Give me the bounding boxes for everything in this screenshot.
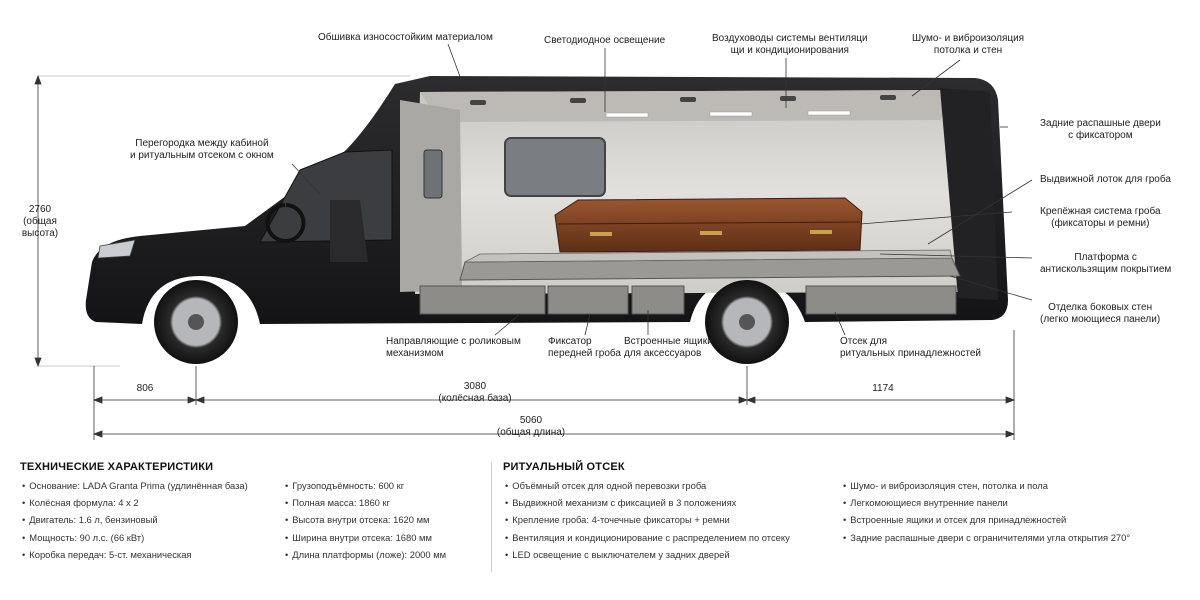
cab-window (259, 149, 393, 243)
led-strip (605, 112, 649, 118)
front-wheel-hub (188, 314, 204, 330)
vent (570, 98, 586, 103)
dim-rear-overhang: 1174 (872, 383, 894, 394)
spec-item: Шумо- и виброизоляция стен, потолка и по… (843, 480, 1130, 497)
coffin-lid-line (557, 221, 861, 225)
compartment-window (504, 137, 606, 197)
coffin (554, 197, 863, 253)
spec-item: Двигатель: 1.6 л, бензиновый (22, 514, 248, 531)
spec-item: Полная масса: 1860 кг (285, 497, 446, 514)
rear-door (940, 88, 998, 300)
storage-box (631, 285, 685, 315)
headlight (97, 239, 136, 259)
vent (680, 97, 696, 102)
vent (470, 100, 486, 105)
callout-lining: Обшивка износостойким материалом (318, 32, 493, 43)
rear-wheel-hub (739, 314, 755, 330)
callout-fastening: Крепёжная система гроба(фиксаторы и ремн… (1040, 206, 1161, 229)
spec-item: Мощность: 90 л.с. (66 кВт) (22, 532, 248, 549)
spec-item: Длина платформы (ложе): 2000 мм (285, 549, 446, 566)
tech-specs-col2: Грузоподъёмность: 600 кгПолная масса: 18… (285, 480, 446, 566)
spec-item: LED освещение с выключателем у задних дв… (505, 549, 790, 566)
dim-length: 5060(общая длина) (496, 415, 566, 438)
vent (780, 96, 796, 101)
ritual-compartment-title: РИТУАЛЬНЫЙ ОТСЕК (503, 461, 625, 473)
vehicle-cutaway (34, 43, 1033, 440)
led-strip (709, 111, 753, 117)
callout-led: Светодиодное освещение (544, 35, 666, 46)
spec-item: Колёсная формула: 4 x 2 (22, 497, 248, 514)
coffin-handle (700, 231, 722, 235)
dim-wheelbase: 3080(колёсная база) (438, 381, 512, 404)
spec-item: Ширина внутри отсека: 1680 мм (285, 532, 446, 549)
callout-tray: Выдвижной лоток для гроба (1040, 174, 1171, 185)
spec-item: Вентиляция и кондиционирование с распред… (505, 532, 789, 549)
spec-item: Коробка передач: 5-ст. механическая (22, 549, 248, 566)
tray-rails (464, 249, 953, 263)
cab-seat (330, 200, 368, 262)
accessory-compartment (805, 285, 957, 315)
vent (880, 95, 896, 100)
callout-side-walls: Отделка боковых стен(легко моющиеся пане… (1040, 302, 1161, 325)
spec-item: Крепление гроба: 4-точечные фиксаторы + … (505, 514, 790, 531)
spec-item: Легкомоющиеся внутренние панели (843, 497, 1130, 514)
dim-front-overhang: 806 (136, 383, 154, 394)
coffin-handle (810, 230, 832, 234)
tech-specs-col1: Основание: LADA Granta Prima (удлинённая… (22, 480, 248, 566)
spec-item: Встроенные ящики и отсек для принадлежно… (843, 514, 1130, 531)
coffin-handle (590, 232, 612, 236)
section-divider (491, 462, 492, 572)
spec-item: Объёмный отсек для одной перевозки гроба (505, 480, 790, 497)
led-strip (807, 110, 851, 116)
storage-box (419, 285, 546, 315)
spec-item: Грузоподъёмность: 600 кг (285, 480, 446, 497)
spec-item: Выдвижной механизм с фиксацией в 3 полож… (505, 497, 790, 514)
spec-item: Основание: LADA Granta Prima (удлинённая… (22, 480, 247, 497)
leader-lines (291, 43, 1033, 336)
tech-specs-title: ТЕХНИЧЕСКИЕ ХАРАКТЕРИСТИКИ (20, 461, 214, 473)
ritual-specs-col2: Шумо- и виброизоляция стен, потолка и по… (843, 480, 1130, 549)
dimension-lines (34, 74, 1016, 440)
spec-item: Высота внутри отсека: 1620 мм (285, 514, 446, 531)
ritual-specs-col1: Объёмный отсек для одной перевозки гроба… (505, 480, 790, 566)
spec-item: Задние распашные двери с ограничителями … (843, 532, 1130, 549)
interior-ceiling (420, 90, 955, 122)
partition-window (423, 149, 443, 199)
storage-box (547, 285, 629, 315)
steering-wheel (265, 203, 306, 243)
